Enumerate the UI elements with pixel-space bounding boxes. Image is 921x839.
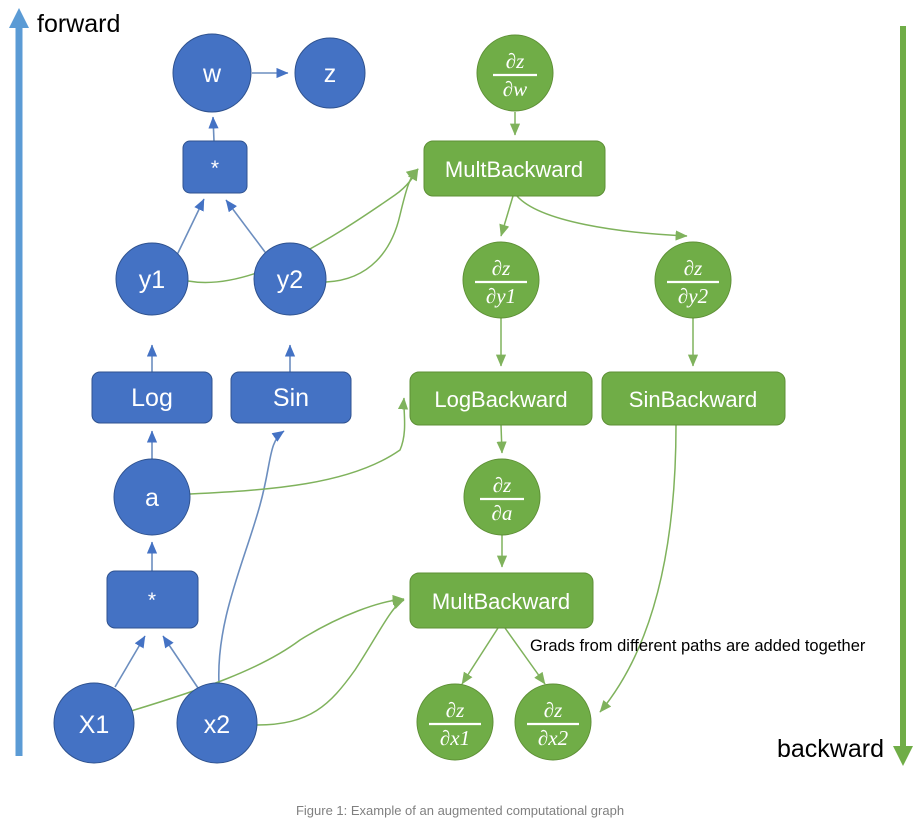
node-multbackward-bottom-label: MultBackward	[432, 589, 570, 614]
node-a[interactable]: a	[113, 458, 191, 536]
edge-sinb-to-dzdx2	[599, 424, 677, 713]
forward-axis-indicator	[9, 8, 29, 756]
node-dz-dy2-numerator: ∂z	[684, 256, 703, 280]
node-sinbackward[interactable]: SinBackward	[601, 371, 786, 426]
edge-x2-to-multb2	[256, 599, 405, 726]
node-z-label: z	[324, 60, 337, 88]
figure-caption: Figure 1: Example of an augmented comput…	[296, 803, 624, 818]
node-logbackward-label: LogBackward	[434, 387, 567, 412]
node-dz-dx1-numerator: ∂z	[446, 698, 465, 722]
node-z[interactable]: z	[294, 37, 366, 109]
edge-multb1-to-dzdy2	[516, 195, 688, 241]
node-mul2-label: *	[148, 589, 156, 612]
node-w-label: w	[202, 60, 222, 88]
node-dz-dx2-denominator: ∂x2	[538, 726, 569, 750]
node-sin[interactable]: Sin	[230, 371, 352, 424]
node-dz-dx1[interactable]: ∂z ∂x1	[416, 683, 494, 761]
node-mul1-label: *	[211, 157, 219, 180]
edge-X1-to-multb2	[130, 594, 405, 712]
node-y2[interactable]: y2	[253, 242, 327, 316]
node-x2-label: x2	[204, 711, 230, 739]
edge-x2-to-sin	[218, 430, 285, 685]
edge-X1-to-mul2	[114, 635, 146, 688]
edge-multb1-to-dzdy1	[499, 195, 514, 237]
node-w[interactable]: w	[172, 33, 252, 113]
edge-multb2-to-dzdx1	[461, 627, 499, 685]
node-multbackward-top[interactable]: MultBackward	[423, 140, 606, 197]
backward-axis-indicator	[893, 26, 913, 766]
node-y2-label: y2	[277, 266, 303, 294]
node-dz-da-denominator: ∂a	[492, 501, 513, 525]
node-log[interactable]: Log	[91, 371, 213, 424]
backward-nodes: ∂z ∂w MultBackward ∂z ∂y1 ∂z ∂y2	[409, 34, 786, 761]
forward-label: forward	[37, 10, 120, 38]
forward-nodes: w z * y1 y2 Log	[53, 33, 366, 764]
edge-y1-to-mul1	[176, 198, 205, 256]
node-dz-dy1-numerator: ∂z	[492, 256, 511, 280]
node-dz-dy1[interactable]: ∂z ∂y1	[462, 241, 540, 319]
edge-multb2-to-dzdx2	[504, 627, 546, 685]
node-dz-da-numerator: ∂z	[493, 473, 512, 497]
edge-mul1-to-w	[208, 116, 219, 142]
node-sin-label: Sin	[273, 384, 309, 412]
node-dz-dy2-denominator: ∂y2	[678, 284, 709, 308]
node-x2[interactable]: x2	[176, 682, 258, 764]
node-dz-da[interactable]: ∂z ∂a	[463, 458, 541, 536]
node-mul2[interactable]: *	[106, 570, 199, 629]
node-dz-dw-numerator: ∂z	[506, 49, 525, 73]
backward-edges	[130, 112, 699, 726]
node-X1-label: X1	[79, 711, 110, 739]
node-y1[interactable]: y1	[115, 242, 189, 316]
node-X1[interactable]: X1	[53, 682, 135, 764]
node-logbackward[interactable]: LogBackward	[409, 371, 593, 426]
node-y1-label: y1	[139, 266, 165, 294]
node-dz-dy1-denominator: ∂y1	[486, 284, 516, 308]
node-sinbackward-label: SinBackward	[629, 387, 757, 412]
node-dz-dw-denominator: ∂w	[503, 77, 527, 101]
node-mul1[interactable]: *	[182, 140, 248, 194]
node-multbackward-bottom[interactable]: MultBackward	[409, 572, 594, 629]
edge-x2-to-mul2	[162, 635, 199, 689]
node-dz-dx2-numerator: ∂z	[544, 698, 563, 722]
node-dz-dw[interactable]: ∂z ∂w	[476, 34, 554, 112]
node-dz-dy2[interactable]: ∂z ∂y2	[654, 241, 732, 319]
edge-a-to-logb	[189, 397, 409, 495]
forward-edges	[114, 67, 296, 689]
node-multbackward-top-label: MultBackward	[445, 157, 583, 182]
edge-y2-to-multb1	[325, 168, 419, 283]
grads-annotation: Grads from different paths are added tog…	[530, 637, 866, 655]
edge-y2-to-mul1	[225, 199, 269, 257]
node-dz-dx1-denominator: ∂x1	[440, 726, 470, 750]
backward-label: backward	[777, 735, 884, 763]
node-a-label: a	[145, 484, 159, 512]
node-log-label: Log	[131, 384, 173, 412]
node-dz-dx2[interactable]: ∂z ∂x2	[514, 683, 592, 761]
edge-logb-to-dzda	[496, 424, 507, 454]
